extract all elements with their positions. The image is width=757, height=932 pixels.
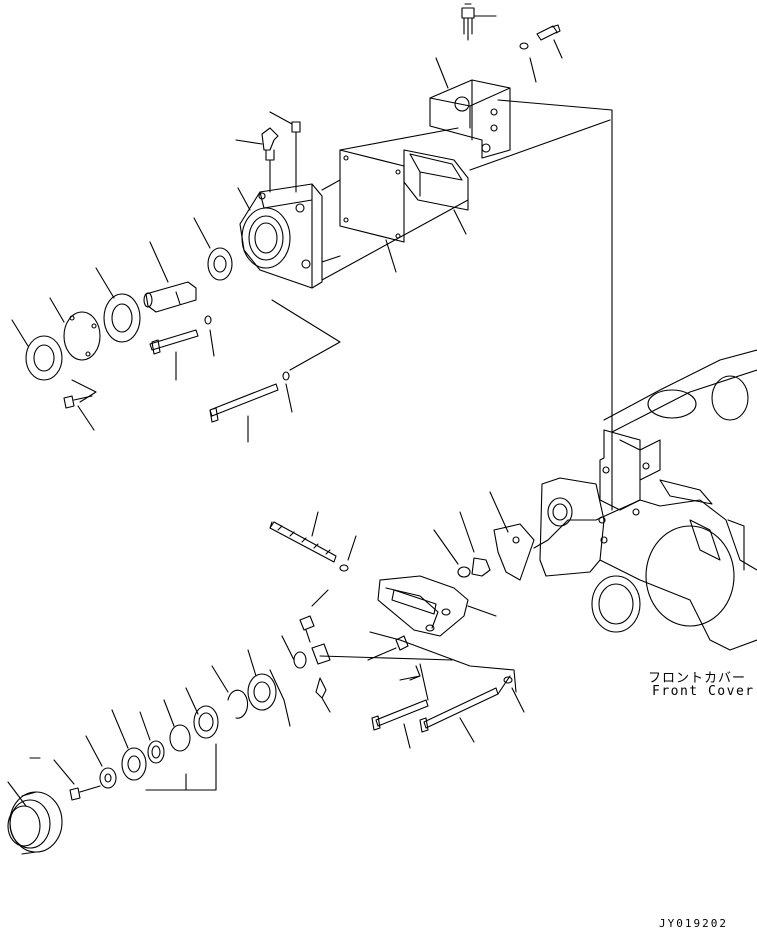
cylinder-block: [540, 350, 757, 650]
drawing-code: JY019202: [659, 917, 728, 930]
bearing-stack-upper: [12, 218, 340, 442]
idler-bracket-assembly: [270, 492, 596, 748]
pump-housing-assembly: [236, 112, 610, 288]
top-bracket-assembly: [340, 4, 612, 510]
front-cover-label-en: Front Cover: [652, 684, 755, 699]
front-cover-label-jp: フロントカバー: [648, 671, 747, 686]
pulley-stack: [8, 650, 452, 854]
